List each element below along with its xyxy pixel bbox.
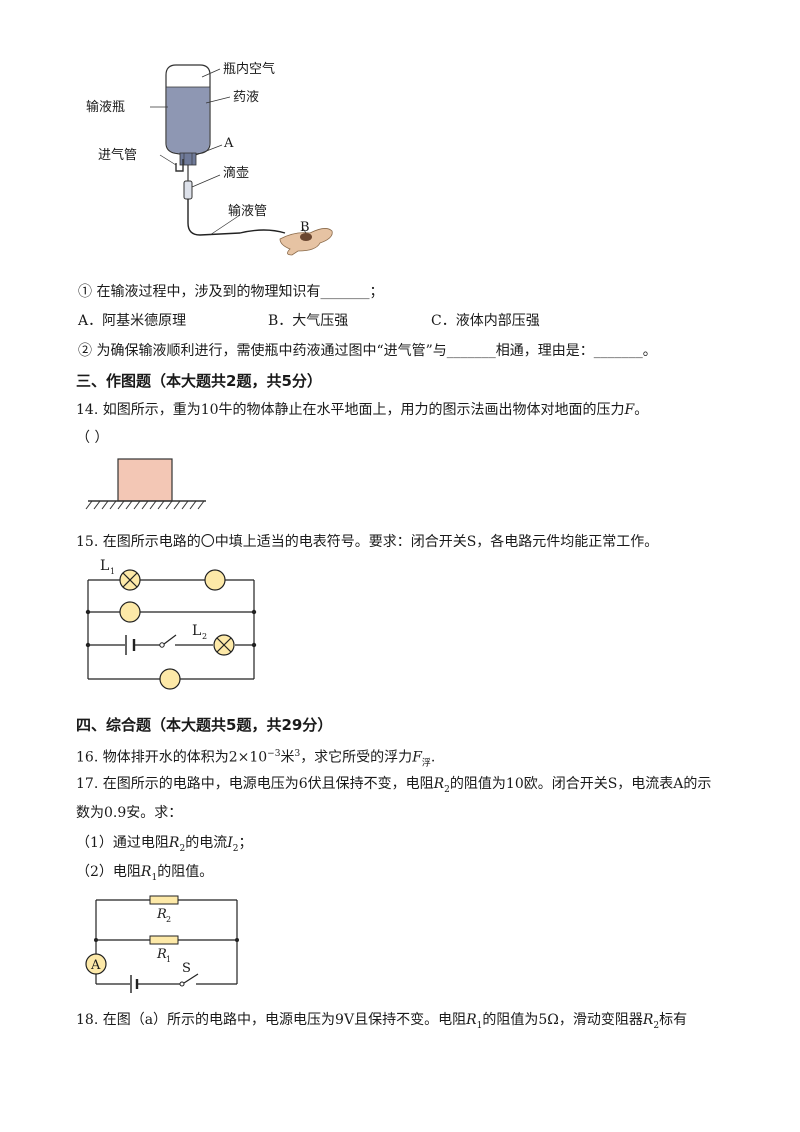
label-l1-sub: 1 [110,567,115,576]
q14-var-f: F [624,402,635,418]
label-bottle: 输液瓶 [86,99,125,115]
q17-sub2-sub: 1 [151,872,158,883]
q17-sub2-pre: （2）电阻 [76,864,141,880]
q18-pre: 18. 在图（a）所示的电路中，电源电压为9V且保持不变。电阻 [76,1012,467,1028]
q17-sub1-var2: I [227,835,233,851]
q17-line1-post: 的阻值为10欧。闭合开关S，电流表A的示 [449,776,712,792]
q17-line2: 数为0.9安。求： [76,805,183,821]
lamp-l2 [213,634,235,656]
q16-pre: 16. 物体排开水的体积为2×10 [76,749,268,766]
lamp-l1 [119,569,141,591]
label-r2-sub: 2 [166,915,171,924]
q15-stem: 15. 在图所示电路的〇中填上适当的电表符号。要求：闭合开关S，各电路元件均能正… [76,534,659,550]
q18-sub2: 2 [653,1020,660,1031]
resistor-r2 [149,895,179,905]
label-bottle-air: 瓶内空气 [223,61,275,77]
iv-drip-figure: 瓶内空气 输液瓶 药液 A 进气管 滴壶 输液管 B [86,61,333,256]
meter-circle-top-right [204,569,226,591]
hand-shape [279,228,333,256]
q18-var: R [466,1012,477,1028]
label-drip: 滴壶 [223,165,249,181]
label-l1: L [100,558,109,574]
switch-pivot [179,981,185,987]
label-point-a: A [223,136,234,151]
q18-var2: R [642,1012,654,1028]
resistor-r1 [149,935,179,945]
q18-mid: 的阻值为5Ω，滑动变阻器 [482,1012,643,1028]
q13-option-b: B．大气压强 [268,313,349,329]
q17-line1-sub: 2 [444,784,450,795]
q17-sub1-pre: （1）通过电阻 [76,835,169,851]
label-r1-sub: 1 [166,955,171,964]
q16-var-sub: 浮 [421,758,431,769]
section-3-title: 三、作图题（本大题共2题，共5分） [76,372,322,390]
q14-stem: 14. 如图所示，重为10牛的物体静止在水平地面上，用力的图示法画出物体对地面的… [76,400,648,420]
label-r1: R [156,947,167,962]
q13-sub2: ② 为确保输液顺利进行，需使瓶中药液通过图中“进气管”与_______相通，理由… [78,343,657,359]
q17-circuit-figure: A R 2 R 1 S [85,895,239,993]
q17-line1: 17. 在图所示的电路中，电源电压为6伏且保持不变，电阻R2的阻值为10欧。闭合… [76,774,711,800]
switch-lever [183,973,199,984]
q18-end: 标有 [659,1012,688,1028]
label-medicine: 药液 [233,90,259,105]
label-l2-sub: 2 [202,632,207,641]
q16-stem: 16. 物体排开水的体积为2×10−3米3，求它所受的浮力F浮. [76,744,435,773]
infusion-tube [187,199,286,236]
switch-lever [163,634,177,645]
q17-sub1-sub: 2 [179,843,186,854]
needle-point [300,233,312,241]
q13-option-a: A．阿基米德原理 [78,313,187,329]
q18-stem: 18. 在图（a）所示的电路中，电源电压为9V且保持不变。电阻R1的阻值为5Ω，… [76,1010,687,1036]
q17-sub1-sub2: 2 [232,843,239,854]
q16-exp: −3 [267,749,281,759]
meter-circle-middle [119,601,141,623]
q17-line1-var: R [433,776,445,792]
q17-sub1: （1）通过电阻R2的电流I2； [76,833,252,859]
q17-sub2-var: R [140,864,152,880]
ammeter-label: A [90,958,101,973]
q18-sub: 1 [476,1020,483,1031]
q16-unit-exp: 3 [294,749,301,759]
meter-circle-bottom [159,668,181,690]
label-r2: R [156,907,167,922]
q17-sub1-mid: 的电流 [185,835,228,851]
medicine-liquid [166,87,210,155]
block-object [117,458,173,502]
q14-block-figure [85,458,206,510]
label-s: S [182,961,191,976]
switch-pivot [159,642,165,648]
q14-end: 。 [634,402,649,418]
q13-option-c: C．液体内部压强 [431,313,540,329]
q15-circuit-figure: L 1 L 2 [85,558,257,690]
inlet-tube [175,159,184,172]
q13-sub1: ① 在输液过程中，涉及到的物理知识有_______； [78,284,384,300]
label-l2: L [192,623,201,639]
q14-text: 14. 如图所示，重为10牛的物体静止在水平地面上，用力的图示法画出物体对地面的… [76,402,625,418]
q17-sub2-end: 的阻值。 [157,864,214,880]
q17-line1-pre: 17. 在图所示的电路中，电源电压为6伏且保持不变，电阻 [76,776,434,792]
q17-sub1-end: ； [238,835,253,851]
ground-hatching [85,500,205,510]
label-inlet: 进气管 [98,147,137,163]
q17-sub1-var: R [168,835,180,851]
section-4-title: 四、综合题（本大题共5题，共29分） [76,716,333,734]
q16-var-f: F [412,749,422,766]
q16-unit: 米 [280,749,295,766]
q17-sub2: （2）电阻R1的阻值。 [76,862,213,888]
q16-post: ，求它所受的浮力 [300,749,413,766]
ammeter-a [85,953,107,975]
label-tube: 输液管 [228,203,267,219]
label-point-b: B [300,220,310,235]
drip-chamber [183,180,193,200]
q16-end: . [430,749,436,766]
q14-answer-blank: （ ） [76,430,109,446]
